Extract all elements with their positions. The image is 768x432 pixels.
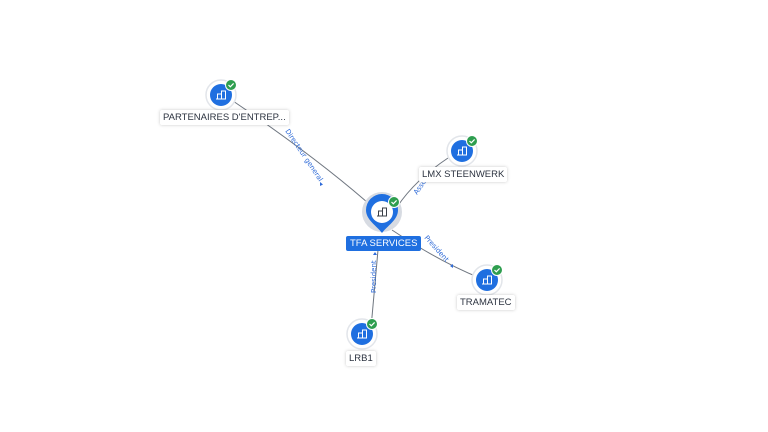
node-label-tramatec[interactable]: TRAMATEC — [457, 295, 515, 310]
edge-label-tramatec: President — [423, 234, 451, 264]
building-icon — [377, 207, 387, 217]
edge-label-partenaires: Directeur general — [283, 128, 324, 183]
edge-lrb1 — [370, 249, 379, 329]
node-label-tfa-services[interactable]: TFA SERVICES — [346, 236, 422, 251]
node-partenaires[interactable] — [205, 78, 238, 111]
arrow-icon — [320, 182, 323, 186]
verified-check-icon — [365, 317, 379, 331]
arrow-icon — [450, 264, 453, 268]
arrow-icon — [373, 252, 377, 255]
verified-check-icon — [490, 263, 504, 277]
node-label-lrb1[interactable]: LRB1 — [346, 351, 376, 366]
verified-check-icon — [387, 195, 401, 209]
verified-check-icon — [224, 78, 238, 92]
node-lrb1[interactable] — [346, 317, 379, 350]
node-tfa-services[interactable] — [362, 192, 402, 233]
node-lmx[interactable] — [446, 134, 479, 167]
verified-check-icon — [465, 134, 479, 148]
node-label-lmx[interactable]: LMX STEENWERK — [419, 167, 508, 182]
edge-label-lrb1: President — [370, 260, 378, 293]
node-tramatec[interactable] — [471, 263, 504, 296]
edge-lmx — [396, 157, 449, 208]
node-label-partenaires[interactable]: PARTENAIRES D'ENTREP... — [160, 110, 289, 125]
